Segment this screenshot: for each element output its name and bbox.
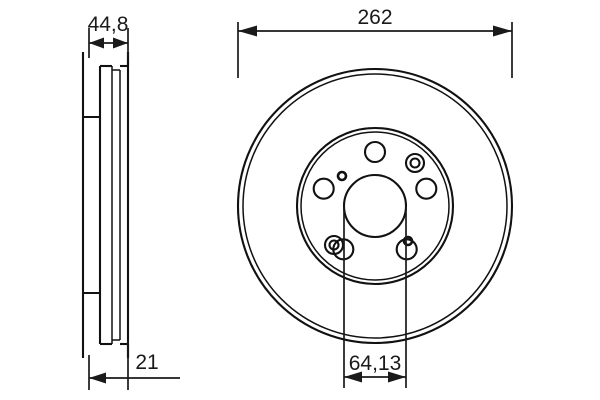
center-bore-circle: [342, 173, 408, 239]
dimension-label-hat-depth: 21: [135, 351, 158, 374]
disc-outer-edge: [236, 67, 514, 345]
side-view-group: 44,8 21: [81, 13, 180, 390]
dimension-outer-diameter: 262: [237, 6, 513, 78]
dimension-label-thickness: 44,8: [88, 13, 129, 36]
arrow-right: [113, 37, 128, 49]
dimension-thickness: 44,8: [88, 13, 129, 58]
arrow-right: [388, 371, 406, 383]
dimension-hat-depth: 21: [88, 340, 180, 390]
pilot-hole-outer-ring: [323, 234, 345, 256]
locator-pin-upper-left: [336, 170, 348, 182]
dimension-label-bore: 64,13: [349, 352, 402, 375]
pilot-hole-inner-ring: [328, 239, 340, 251]
bolt-hole-top: [363, 140, 387, 164]
hat-outer-circle-inner: [300, 131, 450, 281]
pilot-hole-outer-ring: [404, 152, 426, 174]
locator-pin-lower-right: [402, 235, 414, 247]
bolt-hole-upper-right: [415, 177, 438, 200]
hat-outer-circle: [295, 126, 455, 286]
front-view-group: 262 64,13: [236, 6, 514, 388]
pilot-hole-lower-left: [323, 234, 345, 256]
pilot-hole-upper-right: [404, 152, 426, 174]
arrow-left: [89, 37, 104, 49]
arrow-right: [493, 25, 512, 37]
disc-outer-inner-edge: [242, 73, 508, 339]
dimension-label-diameter: 262: [357, 6, 392, 29]
arrow-outward: [89, 372, 106, 384]
arrow-left: [344, 371, 362, 383]
arrow-left: [238, 25, 257, 37]
bolt-hole-upper-left: [312, 177, 335, 200]
disc-cross-section-profile: [81, 52, 130, 358]
pilot-hole-inner-ring: [409, 157, 421, 169]
dimension-center-bore: 64,13: [343, 206, 407, 388]
